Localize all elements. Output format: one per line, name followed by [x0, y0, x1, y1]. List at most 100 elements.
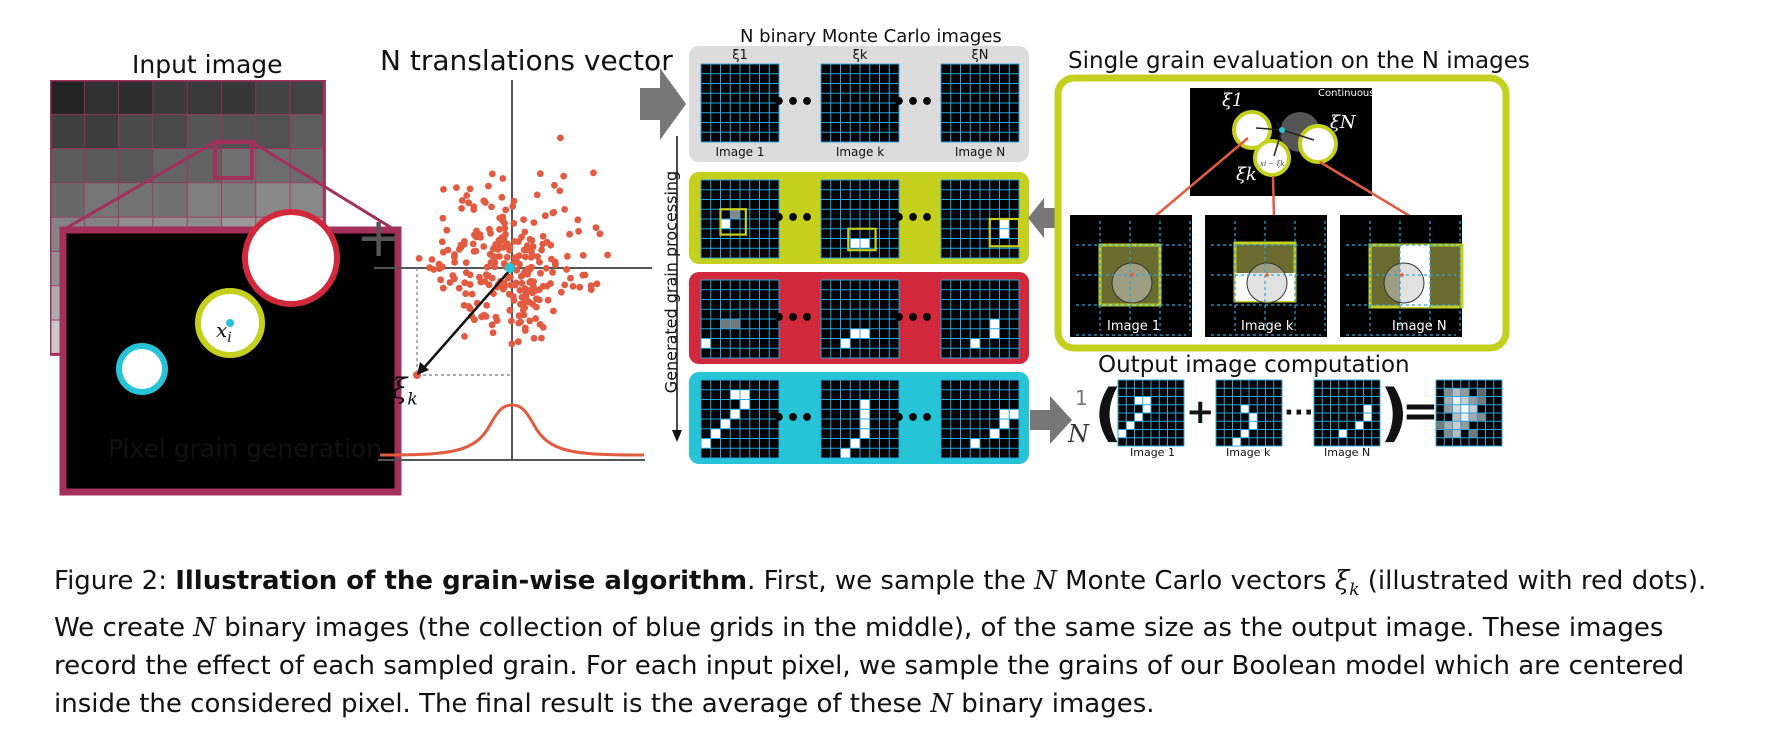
tile-cell [1460, 413, 1469, 422]
monte-carlo-dot [498, 193, 506, 201]
eval-center [1265, 273, 1269, 277]
tile-cell [1444, 429, 1453, 438]
inset-xi: xi [1276, 120, 1284, 129]
monte-carlo-dot [533, 303, 540, 311]
input-pixel [118, 80, 154, 115]
monte-carlo-dot [471, 316, 478, 324]
tile-cell [840, 448, 851, 458]
formula-plus: + [1186, 392, 1215, 432]
tile-cell [1444, 396, 1453, 405]
monte-carlo-dot [483, 302, 491, 309]
tile-cell [1126, 421, 1135, 430]
tile-cell [1142, 396, 1151, 405]
monte-carlo-dot [503, 253, 511, 261]
input-pixel [83, 80, 119, 115]
monte-carlo-dot [511, 238, 518, 245]
tile-cell [1240, 404, 1249, 413]
tile-cell [999, 409, 1010, 419]
input-pixel [50, 113, 85, 149]
monte-carlo-dot [482, 199, 489, 206]
monte-carlo-dot [526, 317, 534, 325]
single-grain-panel [1028, 74, 1510, 352]
tile-cell [701, 438, 711, 449]
input-pixel [289, 80, 325, 115]
tile-cell [989, 319, 1000, 329]
formula-frac-top: 1 [1075, 386, 1088, 410]
monte-carlo-dot [516, 287, 524, 294]
tile-cell [1460, 404, 1469, 413]
tile-cell [1469, 396, 1478, 405]
tile-cell [701, 338, 711, 349]
tile-cell [1363, 404, 1372, 413]
monte-carlo-dot [470, 206, 478, 214]
monte-carlo-dot [566, 230, 573, 238]
tile-cell [1355, 421, 1364, 430]
monte-carlo-dot [535, 286, 543, 294]
monte-carlo-dot [451, 259, 458, 266]
monte-carlo-dot [465, 303, 473, 310]
tile-cell [1363, 413, 1372, 422]
output-title: Output image computation [1098, 352, 1410, 378]
monte-carlo-dot [526, 265, 534, 272]
monte-carlo-dot [468, 290, 476, 298]
monte-carlo-dot [480, 243, 488, 250]
translations-title: N translations vector [380, 44, 673, 77]
monte-carlo-dot [482, 271, 490, 279]
inset-grain-N [1298, 124, 1338, 164]
monte-carlo-dot [496, 253, 503, 260]
input-pixel [221, 80, 257, 115]
monte-carlo-dot [519, 306, 527, 314]
input-pixel [152, 148, 188, 184]
out-tile-1 [1117, 379, 1185, 447]
monte-carlo-dot [551, 258, 559, 266]
tile-cell [999, 228, 1010, 239]
monte-carlo-dot [521, 327, 529, 334]
monte-carlo-dot [428, 256, 436, 263]
monte-carlo-dot [496, 226, 503, 233]
monte-carlo-dot [481, 278, 489, 285]
monte-carlo-dot [543, 238, 551, 246]
grain-point-label: xi [216, 318, 232, 346]
monte-carlo-dot [439, 214, 447, 222]
monte-carlo-dot [415, 255, 423, 262]
eval-grain [1246, 262, 1288, 304]
monte-carlo-dot [550, 307, 557, 315]
monte-carlo-dot [549, 268, 556, 276]
monte-carlo-dot [579, 271, 587, 279]
tile-cell [860, 328, 870, 339]
tile-cell [850, 328, 860, 339]
grain-bbox [719, 208, 747, 236]
monte-carlo-dot [539, 323, 547, 331]
tile-cell [860, 238, 870, 249]
tile-cell [1452, 429, 1461, 438]
input-pixel [152, 80, 188, 115]
formula-equals: = [1402, 386, 1439, 437]
tile-cell [1452, 413, 1461, 422]
image-1-label: Image 1 [715, 145, 764, 159]
monte-carlo-dot [539, 232, 547, 240]
monte-carlo-dot [590, 169, 597, 177]
out-image-k: Image k [1226, 446, 1271, 459]
monte-carlo-dot [487, 259, 495, 266]
eval-center [1130, 273, 1134, 277]
monte-carlo-dot [487, 229, 494, 237]
monte-carlo-dot [476, 231, 484, 239]
tile-cell [850, 438, 860, 449]
input-pixel [118, 113, 154, 149]
monte-carlo-dot [488, 274, 496, 282]
monte-carlo-dot [511, 281, 519, 289]
tile-cell [720, 319, 731, 329]
monte-carlo-dot [483, 263, 491, 271]
output-images [1117, 379, 1503, 447]
tile-cell [1452, 388, 1461, 397]
tile-cell [710, 428, 721, 439]
input-pixel [221, 182, 257, 218]
tile-cell [1142, 404, 1151, 413]
monte-carlo-dot [535, 296, 543, 304]
tile-cell [730, 209, 740, 219]
monte-carlo-dot [569, 283, 577, 290]
xi-k-label: ξk [392, 372, 418, 410]
binary-image [820, 179, 900, 259]
tile-cell [1469, 429, 1478, 438]
tile-cell [1444, 421, 1453, 430]
